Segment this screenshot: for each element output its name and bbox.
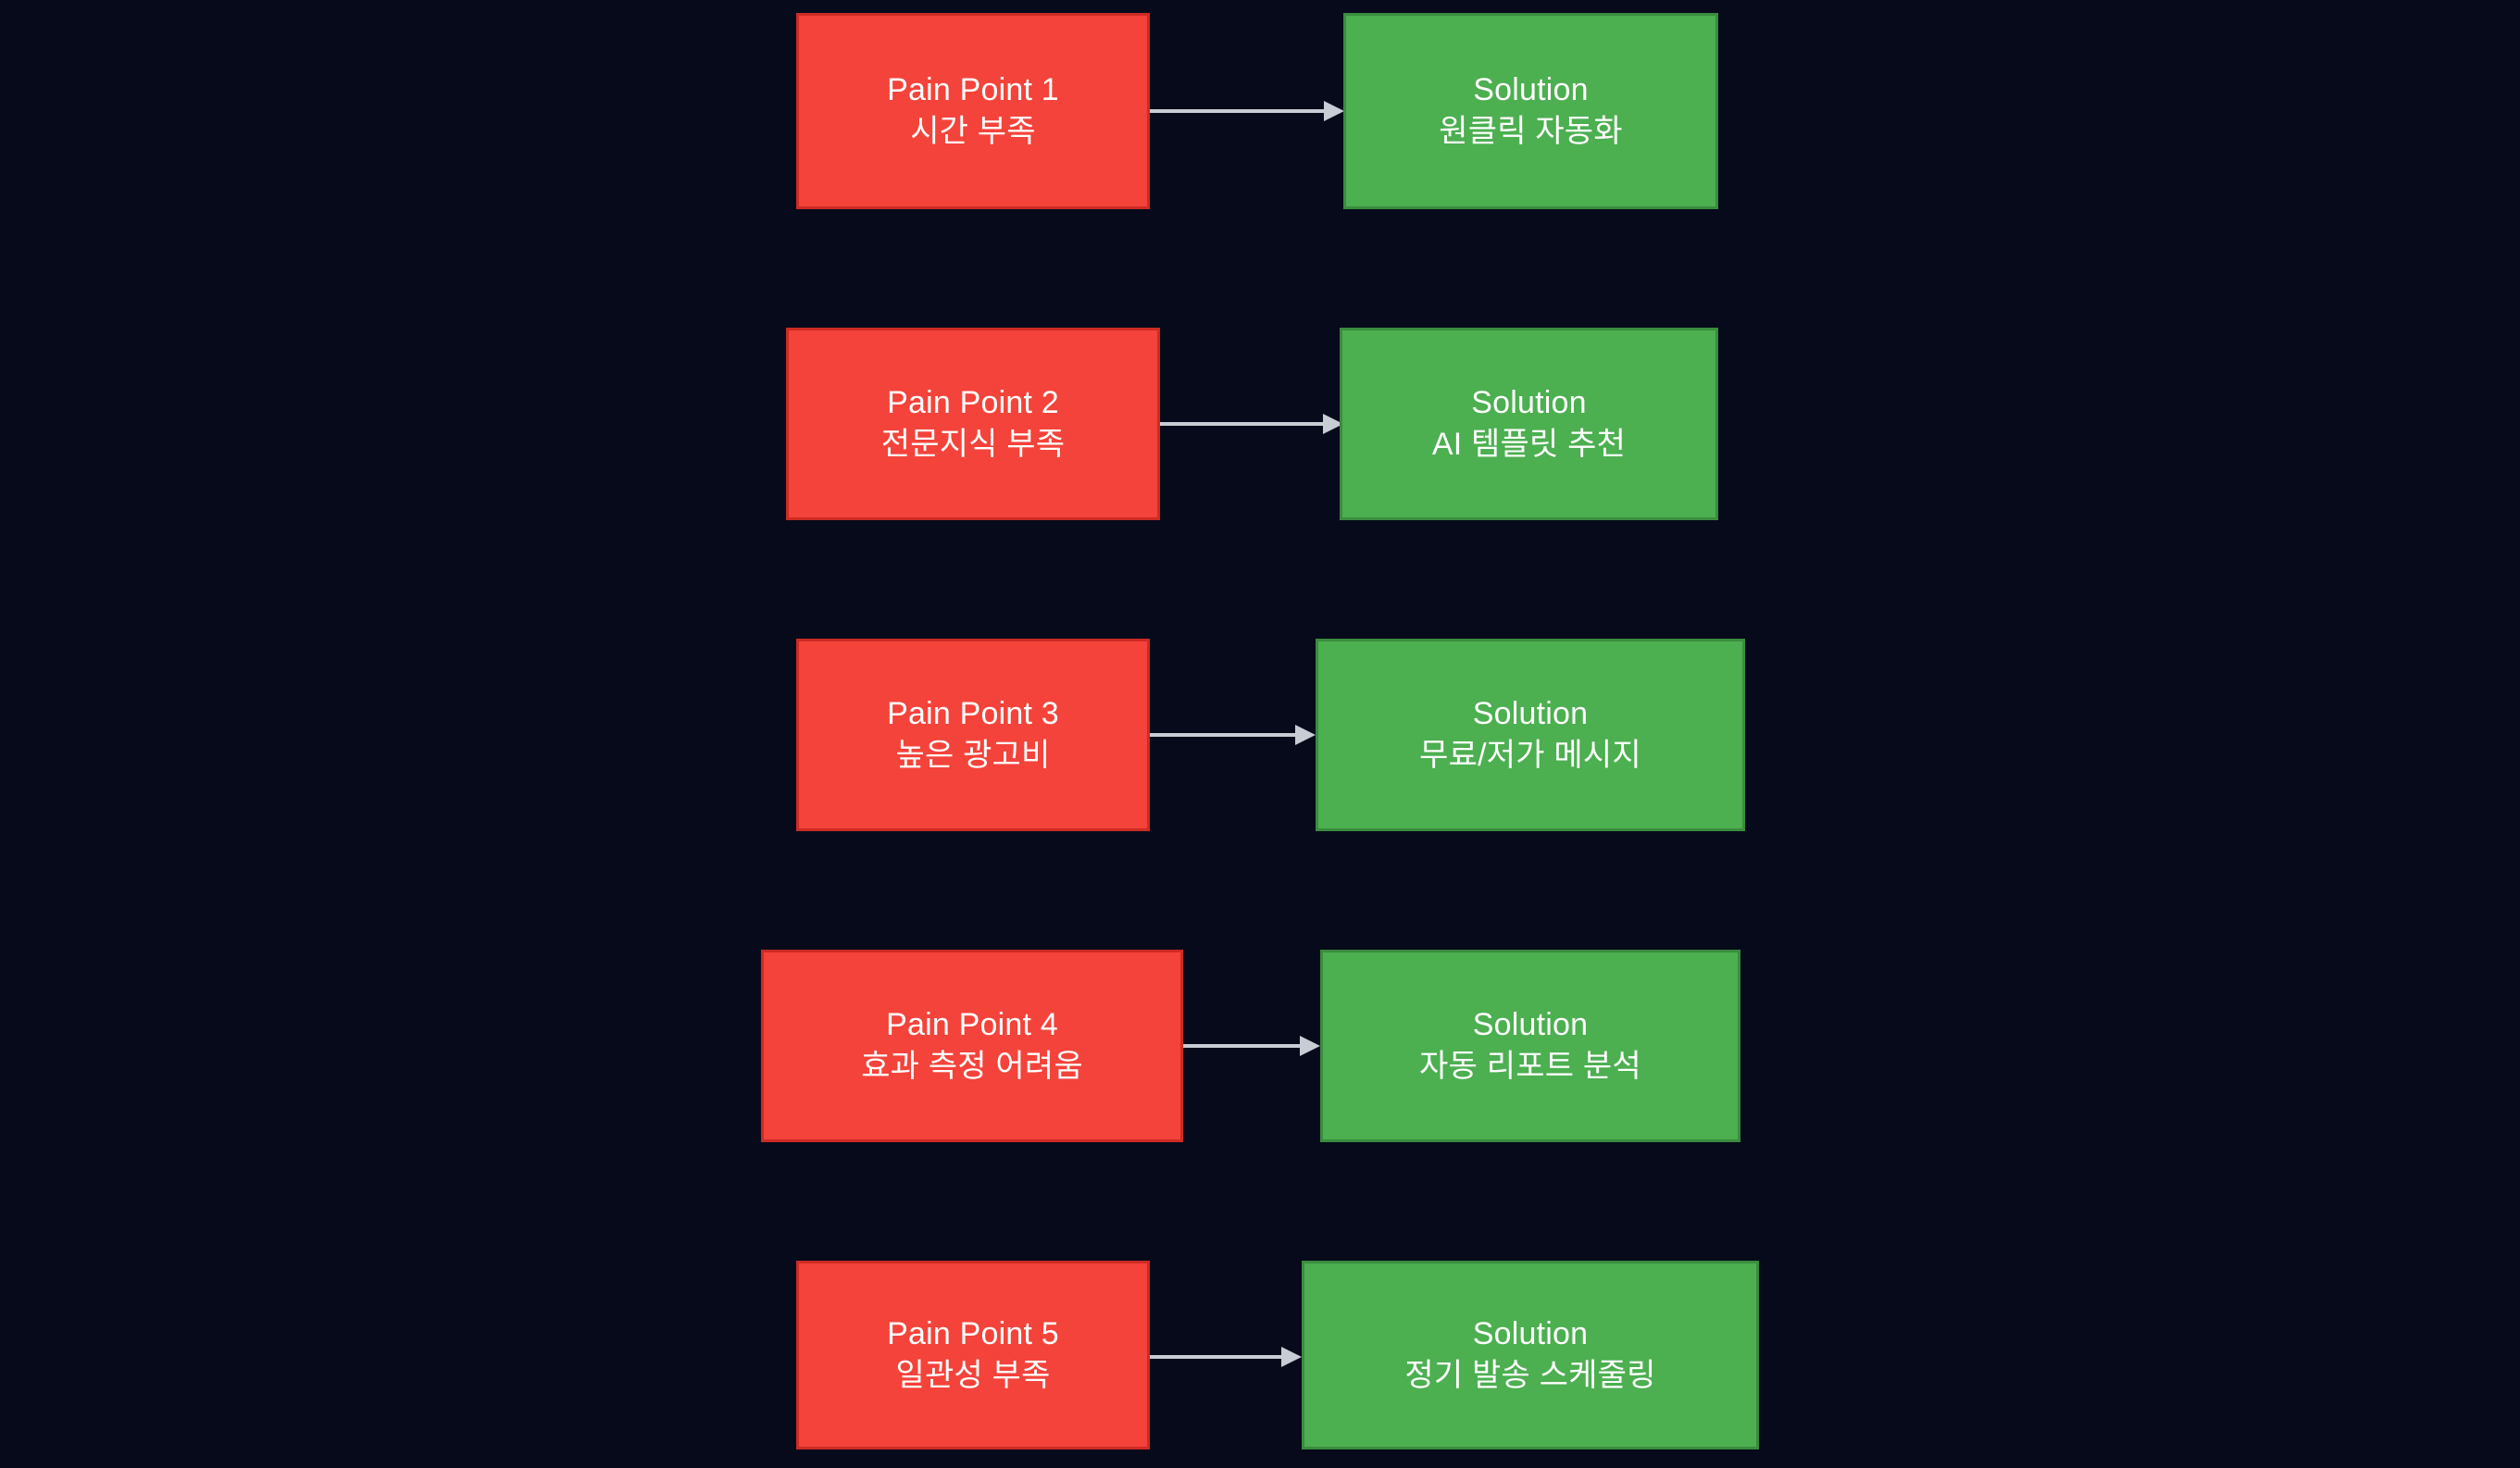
solution-node-5-detail: 정기 발송 스케줄링 [1404,1358,1656,1393]
pain-point-node-4-detail: 효과 측정 어려움 [861,1049,1083,1084]
arrow-pain-3-to-solution-3 [1150,721,1316,749]
arrow-pain-1-to-solution-1 [1150,97,1344,125]
solution-node-4-title: Solution [1472,1007,1589,1043]
pain-point-node-4-title: Pain Point 4 [886,1007,1058,1043]
pain-point-node-1-title: Pain Point 1 [887,72,1059,108]
solution-node-5[interactable]: Solution 정기 발송 스케줄링 [1302,1261,1759,1449]
arrow-pain-4-to-solution-4 [1183,1032,1320,1060]
arrow-pain-5-to-solution-5 [1150,1343,1302,1371]
pain-point-node-5-detail: 일관성 부족 [895,1358,1051,1393]
solution-node-3-title: Solution [1472,696,1589,732]
pain-point-node-3-detail: 높은 광고비 [895,738,1051,773]
solution-node-3-detail: 무료/저가 메시지 [1419,738,1641,773]
pain-point-node-1[interactable]: Pain Point 1 시간 부족 [796,13,1150,209]
arrow-pain-2-to-solution-2 [1160,410,1343,438]
solution-node-1[interactable]: Solution 원클릭 자동화 [1343,13,1718,209]
pain-point-node-2-title: Pain Point 2 [887,385,1059,421]
solution-node-3[interactable]: Solution 무료/저가 메시지 [1316,639,1745,831]
pain-point-node-3[interactable]: Pain Point 3 높은 광고비 [796,639,1150,831]
solution-node-4-detail: 자동 리포트 분석 [1419,1049,1641,1084]
solution-node-2[interactable]: Solution AI 템플릿 추천 [1340,328,1718,520]
solution-node-2-detail: AI 템플릿 추천 [1431,427,1627,462]
solution-node-1-detail: 원클릭 자동화 [1439,114,1623,149]
solution-node-2-title: Solution [1471,385,1587,421]
pain-point-node-4[interactable]: Pain Point 4 효과 측정 어려움 [761,950,1183,1142]
solution-node-5-title: Solution [1472,1316,1589,1352]
pain-point-node-5-title: Pain Point 5 [887,1316,1059,1352]
pain-point-node-2[interactable]: Pain Point 2 전문지식 부족 [786,328,1160,520]
pain-point-node-3-title: Pain Point 3 [887,696,1059,732]
pain-point-node-2-detail: 전문지식 부족 [880,427,1066,462]
pain-point-node-5[interactable]: Pain Point 5 일관성 부족 [796,1261,1150,1449]
solution-node-4[interactable]: Solution 자동 리포트 분석 [1320,950,1740,1142]
pain-point-node-1-detail: 시간 부족 [910,114,1036,149]
solution-node-1-title: Solution [1473,72,1589,108]
